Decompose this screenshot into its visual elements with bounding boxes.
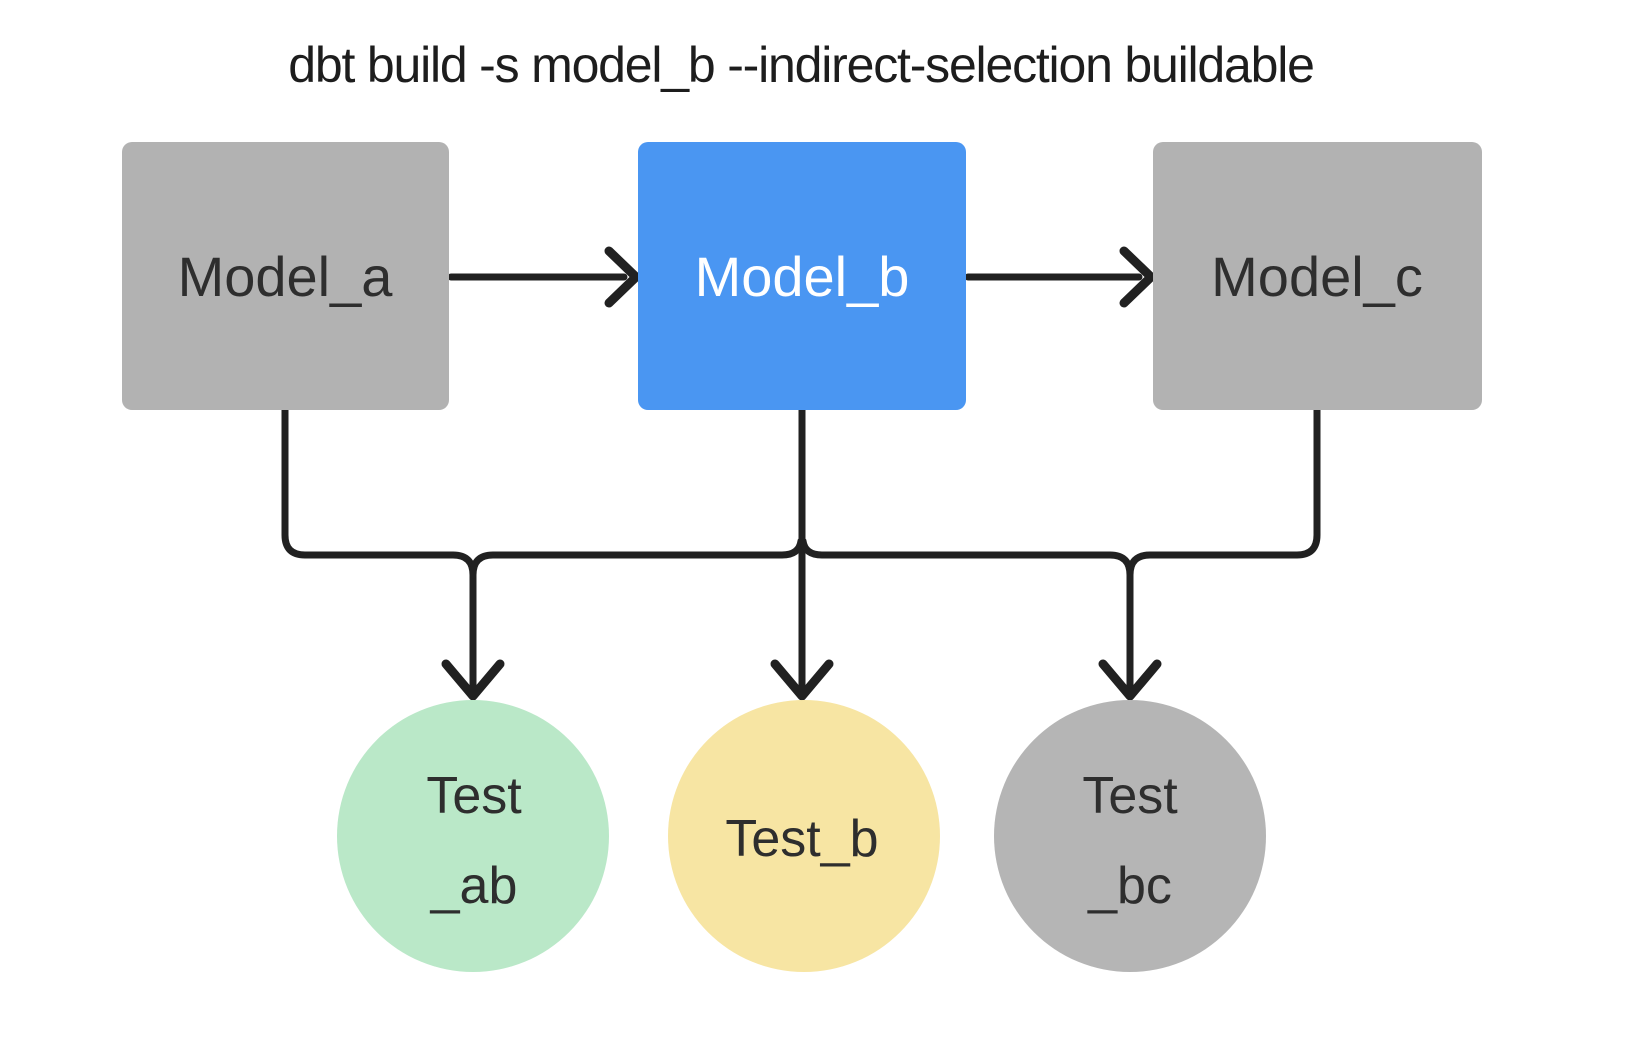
- node-labels: Model_a Model_b Model_c Test _ab Test_b …: [178, 245, 1423, 915]
- model-b-node: [638, 142, 966, 410]
- test-ab-label-line1: Test: [426, 767, 522, 825]
- arrowhead-into-test-ab: [441, 659, 505, 701]
- nodes: [122, 142, 1482, 972]
- arrowhead-into-test-bc: [1098, 659, 1162, 701]
- model-a-label: Model_a: [178, 245, 394, 308]
- arrowhead-into-model-c: [1119, 246, 1156, 308]
- test-b-label: Test_b: [725, 810, 878, 868]
- test-ab-label-line2: _ab: [430, 857, 518, 915]
- test-bc-label-line2: _bc: [1087, 857, 1172, 915]
- diagram-title: dbt build -s model_b --indirect-selectio…: [288, 37, 1315, 93]
- edge-bus-model-b-to-test-bc: [799, 537, 1134, 579]
- edge-model-c-to-test-bc: [1126, 406, 1321, 692]
- test-ab-node: [337, 700, 609, 972]
- model-c-node: [1153, 142, 1482, 410]
- model-a-node: [122, 142, 449, 410]
- model-b-label: Model_b: [695, 245, 910, 308]
- test-b-node: [668, 700, 940, 972]
- arrowhead-into-model-b: [604, 246, 641, 308]
- edges: [281, 246, 1321, 701]
- test-bc-label-line1: Test: [1082, 767, 1178, 825]
- edge-bus-test-ab-to-model-b: [469, 537, 805, 579]
- model-c-label: Model_c: [1211, 245, 1423, 308]
- edge-model-a-to-test-ab: [281, 406, 477, 692]
- arrowhead-into-test-b: [770, 659, 834, 701]
- test-bc-node: [994, 700, 1266, 972]
